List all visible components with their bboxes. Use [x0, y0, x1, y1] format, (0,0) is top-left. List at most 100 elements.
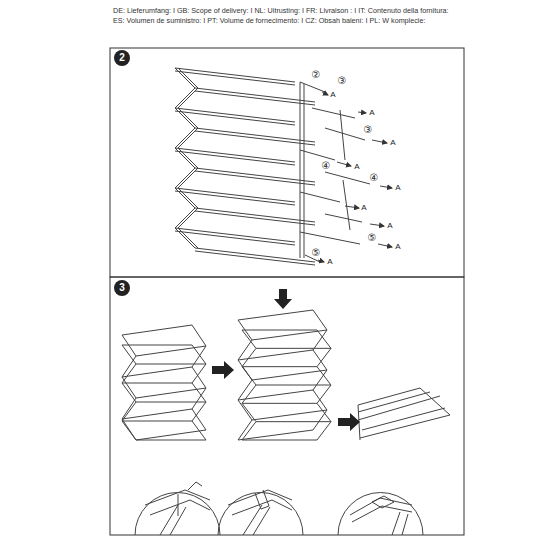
- frame-stroke: [175, 148, 295, 162]
- frame-stroke: [122, 383, 136, 402]
- frame-stroke: [195, 208, 315, 222]
- frame-stroke: [242, 403, 317, 404]
- frame-stroke: [337, 162, 351, 166]
- frame-stroke: [175, 228, 295, 242]
- frame-stroke: [312, 108, 355, 118]
- frame-stroke: [136, 364, 206, 365]
- frame-stroke: [343, 180, 350, 230]
- frame-stroke: [238, 380, 252, 400]
- frame-stroke: [238, 310, 313, 320]
- step-number: 3: [114, 280, 130, 296]
- frame-stroke: [178, 148, 198, 168]
- part-letter: A: [394, 184, 401, 192]
- part-letter: A: [326, 258, 333, 266]
- frame-stroke: [175, 188, 195, 208]
- frame-stroke: [122, 421, 136, 440]
- frame-stroke: [358, 112, 366, 113]
- frame-stroke: [256, 421, 331, 422]
- callout-number: ⑤: [368, 233, 377, 243]
- frame-stroke: [192, 345, 206, 364]
- frame-stroke: [325, 172, 370, 184]
- callout-number: ③: [364, 125, 373, 135]
- frame-stroke: [175, 68, 195, 88]
- frame-stroke: [322, 92, 328, 95]
- frame-stroke: [252, 410, 327, 420]
- frame-stroke: [378, 244, 392, 247]
- frame-stroke: [136, 402, 206, 403]
- frame-stroke: [178, 208, 198, 228]
- frame-stroke: [318, 260, 324, 262]
- part-letter: A: [389, 139, 396, 147]
- part-letter: A: [394, 243, 401, 251]
- callout-number: ②: [312, 70, 321, 80]
- frame-stroke: [192, 325, 206, 346]
- frame-stroke: [175, 108, 295, 122]
- rack-folding: [122, 310, 450, 440]
- frame-stroke: [317, 403, 331, 421]
- frame-stroke: [192, 383, 206, 402]
- frame-stroke: [122, 419, 136, 440]
- frame-stroke: [122, 398, 136, 419]
- step-number-text: 2: [119, 53, 125, 63]
- frame-stroke: [360, 415, 450, 438]
- frame-stroke: [242, 422, 256, 440]
- frame-stroke: [178, 188, 198, 208]
- step-panel: [110, 48, 464, 277]
- frame-stroke: [300, 192, 340, 202]
- header-text: ES: Volumen de suministro: I PT: Volume …: [113, 17, 425, 24]
- frame-stroke: [242, 440, 317, 441]
- frame-stroke: [313, 370, 327, 390]
- frame-stroke: [420, 388, 450, 415]
- header-text: DE: Lieferumfang: I GB: Scope of deliver…: [113, 7, 449, 14]
- frame-stroke: [372, 140, 387, 143]
- frame-stroke: [175, 228, 195, 248]
- callout-number: ④: [322, 161, 331, 171]
- frame-stroke: [252, 330, 327, 340]
- callout-number: ⑤: [312, 248, 321, 258]
- frame-stroke: [300, 82, 301, 258]
- frame-stroke: [122, 409, 192, 419]
- frame-stroke: [175, 88, 195, 108]
- rack-exploded: [175, 68, 392, 265]
- frame-stroke: [122, 421, 192, 422]
- frame-stroke: [192, 402, 206, 421]
- frame-stroke: [317, 330, 331, 348]
- frame-stroke: [122, 383, 192, 384]
- frame-stroke: [195, 171, 315, 185]
- frame-stroke: [256, 348, 331, 349]
- frame-stroke: [242, 403, 256, 421]
- step-number-text: 3: [119, 283, 125, 293]
- frame-stroke: [122, 345, 136, 364]
- frame-stroke: [256, 385, 331, 386]
- frame-stroke: [300, 232, 360, 244]
- frame-stroke: [122, 364, 136, 383]
- callout-number: ③: [338, 76, 347, 86]
- frame-stroke: [122, 345, 192, 346]
- part-letter: A: [353, 163, 360, 171]
- frame-stroke: [195, 248, 315, 262]
- frame-stroke: [345, 206, 359, 208]
- frame-stroke: [175, 108, 195, 128]
- frame-stroke: [192, 421, 206, 440]
- frame-stroke: [252, 370, 327, 380]
- frame-stroke: [238, 430, 313, 440]
- frame-stroke: [192, 364, 206, 383]
- frame-stroke: [304, 84, 305, 258]
- part-letter: A: [386, 222, 393, 230]
- frame-stroke: [317, 385, 331, 403]
- frame-stroke: [122, 402, 136, 421]
- frame-stroke: [358, 388, 420, 405]
- part-letter: A: [329, 91, 336, 99]
- frame-stroke: [325, 214, 362, 222]
- frame-stroke: [238, 390, 313, 400]
- frame-stroke: [136, 388, 206, 398]
- callout-number: ④: [370, 173, 379, 183]
- frame-stroke: [175, 188, 295, 202]
- frame-stroke: [178, 88, 198, 108]
- frame-stroke: [242, 330, 317, 331]
- frame-stroke: [358, 396, 440, 420]
- frame-stroke: [175, 148, 195, 168]
- part-letter: A: [360, 204, 367, 212]
- frame-stroke: [175, 128, 195, 148]
